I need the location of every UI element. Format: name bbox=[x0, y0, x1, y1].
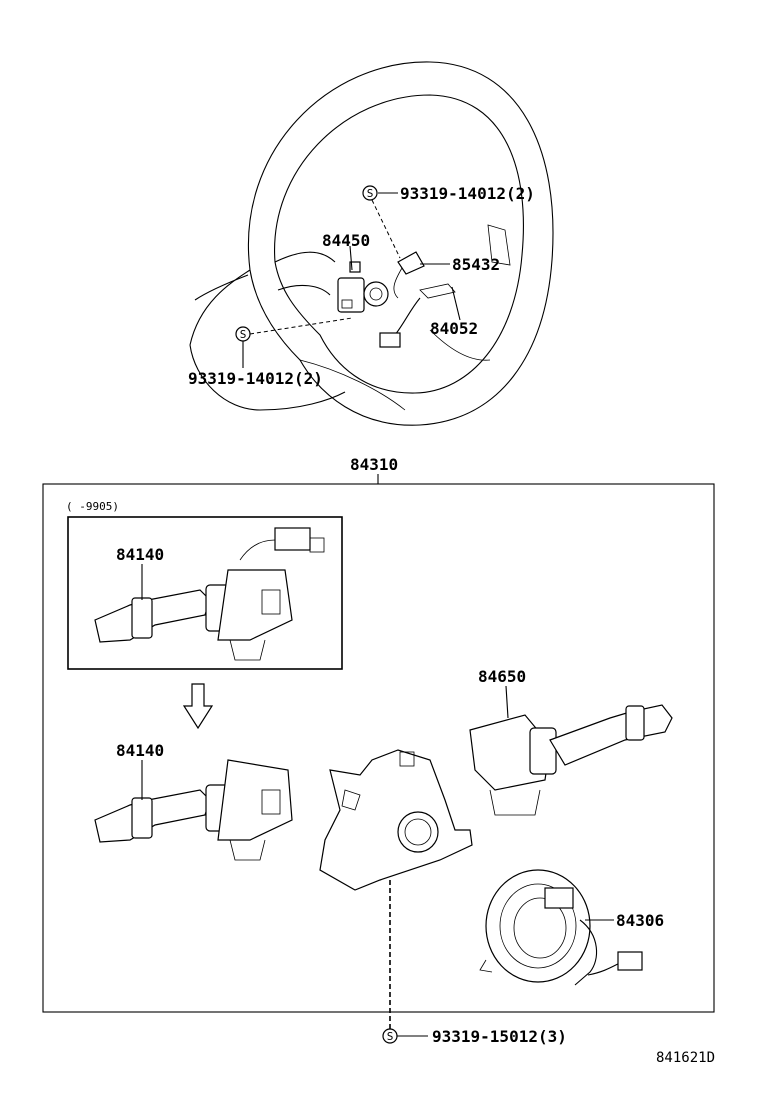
steering-wheel bbox=[189, 61, 554, 426]
svg-text:S: S bbox=[240, 328, 247, 341]
label-screw-bottom: 93319-15012(3) bbox=[432, 1027, 567, 1046]
screw-symbol-top: S bbox=[362, 185, 378, 201]
label-84306: 84306 bbox=[616, 911, 664, 930]
wire-84052 bbox=[379, 283, 456, 348]
turn-signal-switch-old bbox=[94, 527, 325, 661]
diagram-code: 841621D bbox=[656, 1050, 715, 1066]
turn-signal-switch-new bbox=[94, 759, 293, 861]
column-bracket bbox=[319, 749, 473, 891]
label-84140-old: 84140 bbox=[116, 545, 164, 564]
spiral-cable-84306 bbox=[479, 869, 643, 986]
svg-text:S: S bbox=[387, 1030, 394, 1043]
label-date-range: ( -9905) bbox=[66, 500, 119, 513]
label-84140-new: 84140 bbox=[116, 741, 164, 760]
label-84310: 84310 bbox=[350, 455, 398, 474]
label-screw-left: 93319-14012(2) bbox=[188, 369, 323, 388]
label-84650: 84650 bbox=[478, 667, 526, 686]
label-screw-top: 93319-14012(2) bbox=[400, 184, 535, 203]
svg-text:S: S bbox=[367, 187, 374, 200]
horn-switch-84450 bbox=[337, 261, 389, 313]
assembly-frame bbox=[42, 483, 715, 1013]
down-arrow-icon bbox=[182, 683, 214, 730]
label-85432: 85432 bbox=[452, 255, 500, 274]
label-84450: 84450 bbox=[322, 231, 370, 250]
screw-symbol-left: S bbox=[235, 326, 251, 368]
switch-85432 bbox=[393, 251, 425, 299]
old-version-box bbox=[67, 516, 343, 670]
wiper-switch-84650 bbox=[469, 704, 673, 816]
screw-symbol-bottom: S bbox=[382, 1028, 398, 1044]
label-84052: 84052 bbox=[430, 319, 478, 338]
